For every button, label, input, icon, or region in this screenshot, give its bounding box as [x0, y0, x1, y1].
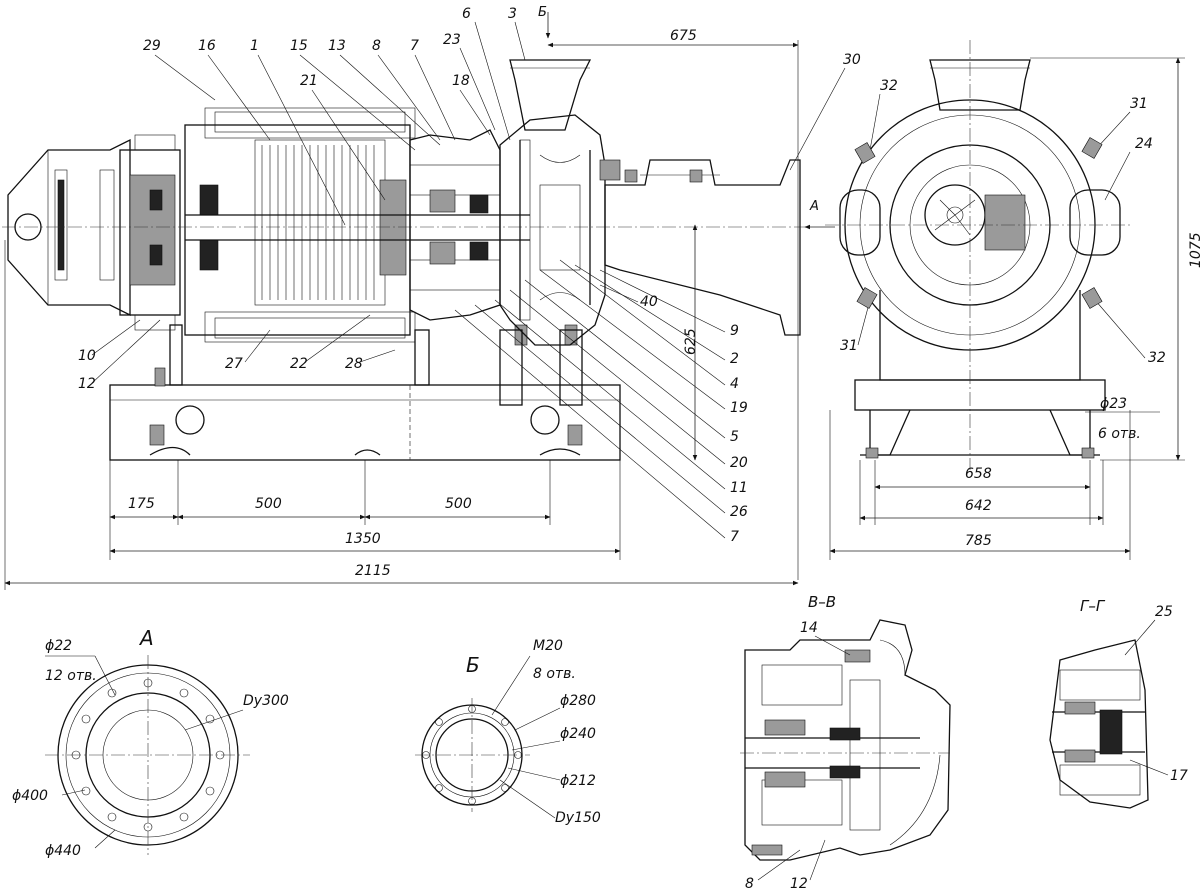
view-b-thread: M20	[533, 638, 563, 654]
dim-23: ϕ23	[1100, 396, 1127, 412]
discharge-nozzle	[509, 59, 592, 131]
callout-32-top: 32	[880, 78, 898, 94]
callout-18: 18	[452, 73, 470, 89]
view-arrow-a: A	[809, 199, 819, 214]
view-a-d400: ϕ400	[12, 788, 48, 804]
callout-20: 20	[730, 455, 748, 471]
view-b-flange: Б M20 8 отв. ϕ280 ϕ240 ϕ212 Dy150	[415, 638, 601, 826]
callout-5: 5	[730, 429, 739, 445]
callout-3: 3	[508, 6, 517, 22]
callout-7-bottom: 7	[730, 529, 739, 545]
dim-642: 642	[965, 498, 992, 514]
callout-13: 13	[328, 38, 346, 54]
callout-7: 7	[410, 38, 419, 54]
view-b-d212: ϕ212	[560, 773, 596, 789]
suction-pipe	[604, 159, 801, 336]
dim-625: 625	[683, 328, 699, 355]
view-arrow-b: Б	[538, 5, 547, 20]
callout-22: 22	[290, 356, 308, 372]
callouts-bottom: 10 12 27 22 28	[78, 314, 396, 392]
callout-26: 26	[730, 504, 748, 520]
view-b-thread-note: 8 отв.	[533, 666, 576, 682]
view-b-bore: Dy150	[555, 810, 601, 826]
main-dimensions: 675 625 175 500 500 1350 2115 A Б	[4, 5, 835, 590]
pump-volute	[499, 59, 621, 346]
main-side-view: 675 625 175 500 500 1350 2115 A Б	[2, 5, 1166, 590]
callout-2: 2	[730, 351, 739, 367]
dim-23-note: 6 отв.	[1098, 426, 1141, 442]
dim-500-b: 500	[445, 496, 472, 512]
view-a-title: A	[138, 626, 154, 650]
view-a-hole-note: 12 отв.	[45, 668, 97, 684]
callout-31-top: 31	[1130, 96, 1148, 112]
view-a-flange: A ϕ22 12 отв. Dy300 ϕ400 ϕ440	[12, 626, 289, 859]
callout-21: 21	[300, 73, 318, 89]
callout-30: 30	[843, 52, 861, 68]
dim-1075: 1075	[1188, 232, 1200, 268]
callout-15: 15	[290, 38, 308, 54]
callout-11: 11	[730, 480, 748, 496]
callouts-right: 40 9 2 4 19 5 20 11 26 7 31 32	[454, 259, 1166, 545]
dim-675: 675	[670, 28, 697, 44]
coupling	[119, 134, 181, 331]
callout-27: 27	[225, 356, 243, 372]
dim-1350: 1350	[345, 531, 381, 547]
callout-8: 8	[372, 38, 381, 54]
callout-4: 4	[730, 376, 739, 392]
view-b-d280: ϕ280	[560, 693, 596, 709]
callout-9: 9	[730, 323, 739, 339]
callout-23: 23	[443, 32, 461, 48]
callout-31-bottom: 31	[840, 338, 858, 354]
base-frame	[109, 384, 621, 461]
callout-32-bottom: 32	[1148, 350, 1166, 366]
callouts-top: 29 16 1 15 13 8 7 23 6 3 21 18 30	[143, 6, 1153, 226]
callout-1: 1	[250, 38, 259, 54]
section-gg-title: Г–Г	[1080, 597, 1106, 615]
view-a-hole-dia: ϕ22	[45, 638, 72, 654]
section-vv-title: В–В	[808, 593, 836, 611]
section-gg-callout-17: 17	[1170, 768, 1188, 784]
dim-785: 785	[965, 533, 992, 549]
section-gg: Г–Г 25 17	[1049, 597, 1188, 809]
view-a-bore: Dy300	[243, 693, 289, 709]
callout-29: 29	[143, 38, 161, 54]
section-gg-callout-25: 25	[1155, 604, 1173, 620]
view-b-title: Б	[466, 653, 480, 677]
section-vv-callout-8: 8	[745, 876, 754, 892]
section-vv: В–В 14 8 12	[740, 593, 951, 892]
callout-24: 24	[1135, 136, 1153, 152]
dim-2115: 2115	[355, 563, 391, 579]
bearing-housing	[409, 129, 501, 321]
dim-500-a: 500	[255, 496, 282, 512]
section-vv-callout-14: 14	[800, 620, 818, 636]
callout-10: 10	[78, 348, 96, 364]
callout-28: 28	[345, 356, 363, 372]
coupling-guard	[7, 138, 131, 317]
callout-19: 19	[730, 400, 748, 416]
section-vv-callout-12: 12	[790, 876, 808, 892]
end-view-bolts	[854, 137, 1103, 309]
dim-658: 658	[965, 466, 992, 482]
callout-12: 12	[78, 376, 96, 392]
motor-housing	[184, 107, 416, 343]
end-view: 1075 658 642 785 ϕ23 6 отв.	[825, 40, 1200, 560]
dim-175: 175	[128, 496, 155, 512]
callout-40: 40	[640, 294, 658, 310]
view-a-d440: ϕ440	[45, 843, 81, 859]
callout-16: 16	[198, 38, 216, 54]
callout-6: 6	[462, 6, 471, 22]
view-b-d240: ϕ240	[560, 726, 596, 742]
